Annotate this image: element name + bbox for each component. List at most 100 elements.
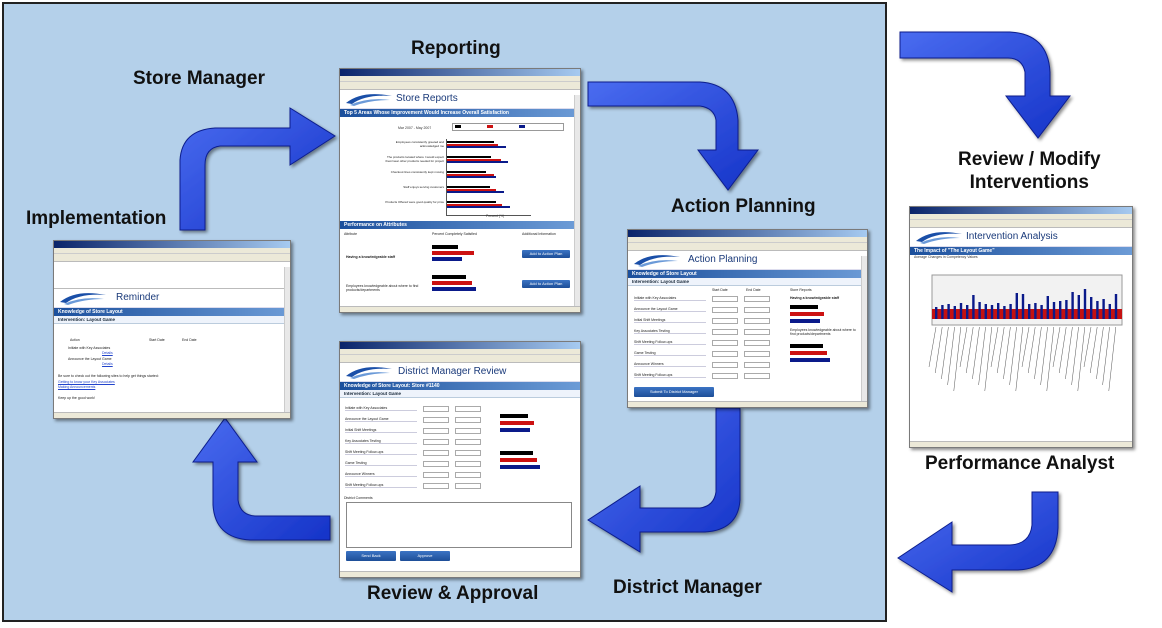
date-box[interactable] (455, 461, 481, 467)
date-box[interactable] (712, 351, 738, 357)
impact-bar (1102, 299, 1105, 319)
arrow-to-review-modify (899, 31, 1072, 139)
submit-to-district-manager-button[interactable]: Submit To District Manager (634, 387, 714, 397)
toolbar (340, 82, 580, 90)
action-item: Shift Meeting Follow-ups (634, 373, 706, 378)
date-box[interactable] (712, 307, 738, 313)
label-action-planning: Action Planning (671, 196, 816, 217)
date-box[interactable] (423, 406, 449, 412)
banner: Intervention Analysis (910, 228, 1132, 247)
link-announcements[interactable]: Making Announcements (58, 385, 96, 389)
label-review-modify: Review / Modify Interventions (958, 149, 1101, 193)
approve-button[interactable]: Approve (400, 551, 450, 561)
date-box[interactable] (455, 428, 481, 434)
scrollbar[interactable] (284, 267, 290, 413)
bar (790, 351, 827, 355)
col-info: Additional Information (522, 232, 556, 236)
status-bar (340, 306, 580, 312)
toolbar (54, 254, 290, 262)
bar (790, 344, 823, 348)
date-box[interactable] (423, 439, 449, 445)
date-box[interactable] (712, 373, 738, 379)
impact-bar (1114, 294, 1118, 319)
chart-item-label: Checkout lines consistently kept moving (390, 170, 444, 174)
date-box[interactable] (455, 439, 481, 445)
tick-label-placeholder (1009, 326, 1017, 386)
chart-item-label: Employees consistently greeted and ackno… (395, 140, 444, 148)
link-key-associates[interactable]: Getting to know your Key Associates (58, 380, 115, 384)
chart-item-label: Products Offered were good quality for p… (385, 200, 444, 204)
date-box[interactable] (744, 307, 770, 313)
date-box[interactable] (712, 329, 738, 335)
details-link[interactable]: Details (102, 362, 113, 366)
toolbar (340, 355, 580, 363)
date-box[interactable] (455, 472, 481, 478)
impact-bar (1077, 295, 1080, 319)
bar (432, 281, 472, 285)
impact-bar (1034, 303, 1037, 319)
date-box[interactable] (423, 417, 449, 423)
date-box[interactable] (423, 483, 449, 489)
footer-text: Be sure to check out the following sites… (58, 374, 159, 378)
chart-bar (446, 171, 486, 173)
col-action: Action (70, 338, 80, 342)
date-box[interactable] (712, 318, 738, 324)
tick-label-placeholder (1015, 326, 1024, 392)
chart-legend (452, 123, 564, 131)
intervention: Intervention: Layout Game (340, 390, 580, 398)
date-box[interactable] (423, 450, 449, 456)
date-box[interactable] (744, 329, 770, 335)
date-box[interactable] (744, 340, 770, 346)
date-range: Mar 2007 - May 2007 (398, 126, 432, 130)
tick-label-placeholder (965, 326, 974, 374)
date-box[interactable] (423, 472, 449, 478)
send-back-button[interactable]: Send Back (346, 551, 396, 561)
impact-bar (1108, 304, 1111, 319)
col-percent: Percent Completely Satisfied (432, 232, 477, 236)
date-box[interactable] (423, 428, 449, 434)
report-2: Employees knowledgeable about where to f… (790, 328, 856, 336)
date-box[interactable] (712, 296, 738, 302)
chart-item-label: Staff enjoys serving customers (403, 185, 444, 189)
chart-subtitle: Average Changes in Competency Values (914, 255, 978, 259)
date-box[interactable] (744, 362, 770, 368)
label-performance-analyst: Performance Analyst (925, 453, 1115, 474)
date-box[interactable] (744, 351, 770, 357)
intervention-analysis-window: Intervention Analysis The Impact of "The… (909, 206, 1133, 448)
col-attribute: Attribute (344, 232, 358, 236)
menubar (54, 248, 290, 254)
add-to-action-plan-button[interactable]: Add to Action Plan (522, 250, 570, 258)
date-box[interactable] (744, 296, 770, 302)
date-box[interactable] (455, 406, 481, 412)
date-box[interactable] (744, 318, 770, 324)
date-box[interactable] (712, 340, 738, 346)
status-bar (628, 401, 867, 407)
scrollbar[interactable] (861, 256, 867, 402)
details-link[interactable]: Details (102, 351, 113, 355)
chart-bar (446, 206, 510, 208)
tick-label-placeholder (959, 326, 968, 368)
tick-label-placeholder (1046, 326, 1055, 392)
reminder-window: Reminder Knowledge of Store Layout Inter… (53, 240, 291, 419)
date-box[interactable] (455, 417, 481, 423)
scrollbar[interactable] (574, 95, 580, 307)
date-box[interactable] (423, 461, 449, 467)
action-item: Shift Meeting Follow-ups (634, 340, 706, 345)
tick-label-placeholder (972, 326, 980, 380)
bar (432, 275, 466, 279)
action-item: Announce the Layout Game (345, 417, 417, 422)
bar (790, 358, 830, 362)
add-to-action-plan-button[interactable]: Add to Action Plan (522, 280, 570, 288)
action-planning-window: Action Planning Knowledge of Store Layou… (627, 229, 868, 408)
date-box[interactable] (712, 362, 738, 368)
comments-textarea[interactable] (346, 502, 572, 548)
chart-bar (446, 191, 504, 193)
bar (500, 451, 533, 455)
date-box[interactable] (455, 483, 481, 489)
section-title: Knowledge of Store Layout (628, 270, 867, 278)
date-box[interactable] (455, 450, 481, 456)
logo-swoosh-icon (60, 293, 106, 305)
date-box[interactable] (744, 373, 770, 379)
baseline-band (932, 309, 1122, 319)
tick-label-placeholder (1065, 326, 1073, 380)
